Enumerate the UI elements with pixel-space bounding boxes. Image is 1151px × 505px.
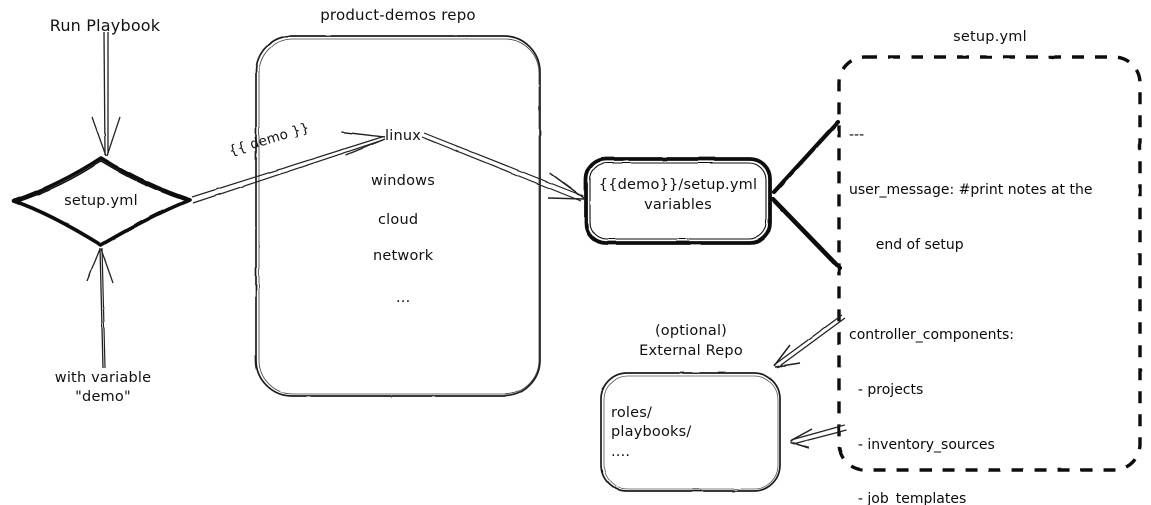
- product-demos-repo-title: product-demos repo: [320, 6, 476, 24]
- with-variable-label-line1: with variable: [54, 370, 152, 386]
- repo-item-ellipsis: ...: [396, 290, 411, 306]
- setup-yml-box-title: setup.yml: [953, 29, 1027, 45]
- run-playbook-label: Run Playbook: [49, 16, 161, 35]
- line-setupyml-bottom-to-variables: [770, 196, 843, 271]
- setup-yml-code-content: --- user_message: #print notes at the en…: [849, 90, 1092, 505]
- repo-item-network[interactable]: network: [373, 248, 434, 264]
- external-repo-title-line2: External Repo: [639, 343, 743, 359]
- variables-box-line1[interactable]: {{demo}}/setup.yml: [598, 177, 758, 193]
- external-repo-item-playbooks[interactable]: playbooks/: [611, 424, 692, 440]
- code-line-2: end of setup: [849, 236, 964, 253]
- code-line-5: - projects: [849, 382, 924, 398]
- edge-label-demo-variable: {{ demo }}: [227, 119, 312, 160]
- variables-box-line2: variables: [644, 197, 712, 213]
- external-repo-item-ellipsis: ....: [611, 444, 631, 460]
- external-repo-item-roles[interactable]: roles/: [611, 405, 653, 421]
- code-line-7: - job_templates: [849, 491, 967, 505]
- arrow-linux-to-variables: [421, 132, 585, 202]
- with-variable-label-line2: "demo": [75, 389, 131, 405]
- setup-yml-diamond-label[interactable]: setup.yml: [64, 193, 138, 209]
- code-line-6: - inventory_sources: [849, 436, 995, 453]
- arrow-controller-job-templates-to-external-repo: [789, 424, 848, 449]
- code-line-1: user_message: #print notes at the: [849, 181, 1093, 198]
- repo-item-windows[interactable]: windows: [371, 173, 435, 189]
- code-line-0: ---: [849, 127, 865, 144]
- code-line-4: controller_components:: [849, 327, 1014, 344]
- arrow-controller-projects-to-external-repo: [773, 314, 846, 369]
- external-repo-title-line1: (optional): [654, 323, 728, 339]
- repo-item-linux[interactable]: linux: [385, 128, 422, 144]
- line-setupyml-top-to-variables: [771, 119, 841, 195]
- repo-item-cloud[interactable]: cloud: [378, 212, 419, 228]
- arrow-run-playbook-to-setup: [91, 31, 121, 157]
- arrow-with-variable-to-setup: [86, 247, 114, 369]
